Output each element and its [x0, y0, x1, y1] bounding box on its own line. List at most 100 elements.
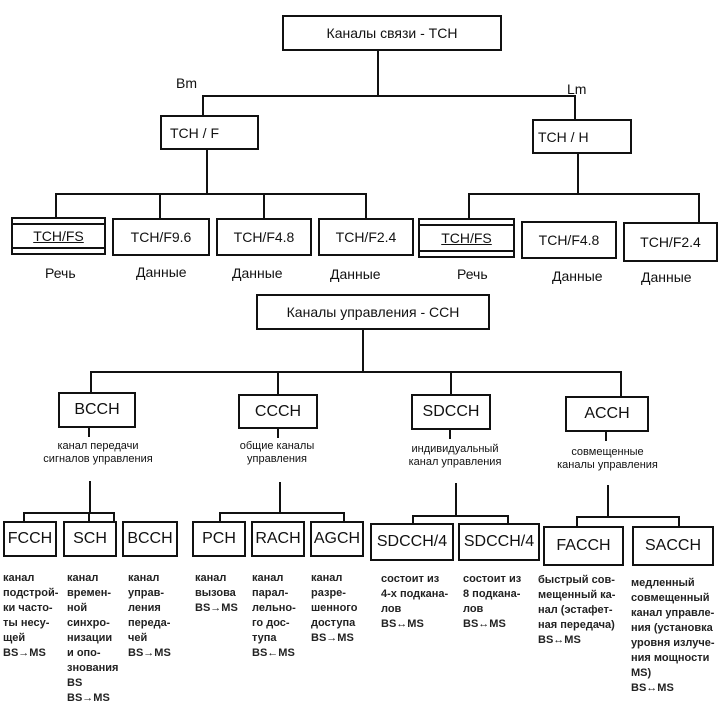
tch-f24-label: TCH/F2.4: [335, 229, 397, 245]
tch-f48-label: TCH/F4.8: [233, 229, 295, 245]
sacch-label: SACCH: [644, 537, 701, 554]
connector: [89, 481, 91, 514]
tch-hs-label: TCH/FS: [441, 230, 492, 246]
tch-fs-label: TCH/FS: [33, 228, 84, 244]
bcch-group-box: BCCH: [58, 392, 136, 428]
connector: [412, 515, 414, 524]
sdcch-group-desc: индивидуальный канал управления: [408, 443, 502, 468]
sdcch8-note: состоит из 8 подкана- лов BS↔MS: [463, 573, 522, 630]
sacch-note: медленный совмещенный канал управле- ния…: [631, 577, 715, 694]
connector: [449, 430, 451, 439]
connector: [219, 512, 345, 514]
tch-full-label: TCH / F: [170, 124, 219, 141]
connector: [113, 512, 115, 522]
sdcch8-label: SDCCH/4: [463, 533, 535, 550]
bcch-group-desc: канал передачи сигналов управления: [43, 440, 153, 465]
sch-note: канал времен- ной синхро- низации и опо-…: [67, 572, 119, 704]
fcch-note: канал подстрой- ки часто- ты несу- щей B…: [3, 572, 59, 659]
connector: [607, 485, 609, 518]
bcch-group-label: BCCH: [74, 401, 120, 418]
pch-box: PCH: [192, 521, 246, 557]
sch-box: SCH: [63, 521, 117, 557]
connector: [678, 516, 680, 526]
tch-f24-box: TCH/F2.4: [318, 218, 414, 256]
connector: [279, 482, 281, 514]
connector: [576, 516, 680, 518]
connector: [88, 428, 90, 437]
connector: [577, 154, 579, 194]
connector: [263, 193, 265, 219]
rach-note: канал парал- лельно- го дос- тупа BS←MS: [252, 572, 296, 659]
sdcch4-label: SDCCH/4: [376, 533, 448, 550]
connector: [90, 371, 92, 394]
connector: [468, 193, 470, 219]
sdcch-group-label: SDCCH: [422, 403, 480, 420]
tch-half-box: TCH / H: [532, 119, 632, 154]
sdcch-group-box: SDCCH: [411, 394, 491, 430]
facch-note: быстрый сов- мещенный ка- нал (эстафет- …: [538, 574, 616, 646]
tch-f24-type: Данные: [330, 266, 381, 282]
connector: [55, 193, 367, 195]
tch-hs-box: TCH/FS: [418, 218, 515, 258]
connector: [576, 516, 578, 526]
acch-group-desc: совмещенные каналы управления: [557, 446, 658, 471]
connector: [450, 371, 452, 396]
tch-half-label: TCH / H: [538, 128, 589, 145]
sdcch4-note: состоит из 4-х подкана- лов BS↔MS: [381, 573, 449, 630]
sacch-box: SACCH: [632, 526, 714, 566]
tch-f96-label: TCH/F9.6: [130, 229, 192, 245]
bcch-leaf-box: BCCH: [122, 521, 178, 557]
agch-label: AGCH: [313, 530, 361, 547]
tch-h24-type: Данные: [641, 269, 692, 285]
tch-h24-label: TCH/F2.4: [640, 234, 701, 250]
sch-label: SCH: [73, 530, 107, 547]
tch-h48-type: Данные: [552, 268, 603, 284]
sdcch4-box: SDCCH/4: [370, 523, 454, 561]
tch-root-label: Каналы связи - TCH: [326, 25, 458, 41]
connector: [23, 512, 25, 522]
connector: [605, 432, 607, 441]
tch-hs-type: Речь: [457, 266, 488, 282]
connector: [55, 193, 57, 218]
connector: [343, 512, 345, 522]
ccch-group-box: CCCH: [238, 394, 318, 429]
connector: [698, 193, 700, 223]
tch-f96-type: Данные: [136, 264, 187, 280]
fcch-label: FCCH: [7, 530, 53, 547]
connector: [412, 515, 509, 517]
tch-h48-label: TCH/F4.8: [538, 232, 600, 248]
rach-box: RACH: [251, 521, 305, 557]
connector: [23, 512, 115, 514]
connector: [88, 512, 90, 522]
connector: [574, 95, 576, 120]
tch-fs-box: TCH/FS: [11, 217, 106, 255]
connector: [277, 371, 279, 395]
sdcch8-box: SDCCH/4: [458, 523, 540, 561]
tch-fs-type: Речь: [45, 265, 76, 281]
tch-full-box: TCH / F: [160, 115, 259, 150]
tch-f48-box: TCH/F4.8: [216, 218, 312, 256]
connector: [90, 371, 622, 373]
tch-h48-box: TCH/F4.8: [521, 221, 617, 259]
connector: [159, 193, 161, 219]
agch-note: канал разре- шенного доступа BS→MS: [311, 572, 358, 644]
acch-group-label: ACCH: [584, 405, 630, 422]
connector: [377, 51, 379, 97]
connector: [219, 512, 221, 522]
tch-f48-type: Данные: [232, 265, 283, 281]
rach-label: RACH: [255, 530, 301, 547]
lm-label: Lm: [567, 81, 587, 97]
agch-box: AGCH: [310, 521, 364, 557]
ccch-group-label: CCCH: [254, 402, 302, 420]
connector: [468, 193, 700, 195]
connector: [202, 95, 204, 117]
connector: [365, 193, 367, 219]
facch-box: FACCH: [543, 526, 624, 566]
connector: [362, 330, 364, 372]
pch-note: канал вызова BS→MS: [195, 572, 238, 614]
tch-h24-box: TCH/F2.4: [623, 222, 718, 262]
bm-label: Bm: [176, 75, 197, 91]
connector: [202, 95, 576, 97]
pch-label: PCH: [202, 530, 236, 547]
